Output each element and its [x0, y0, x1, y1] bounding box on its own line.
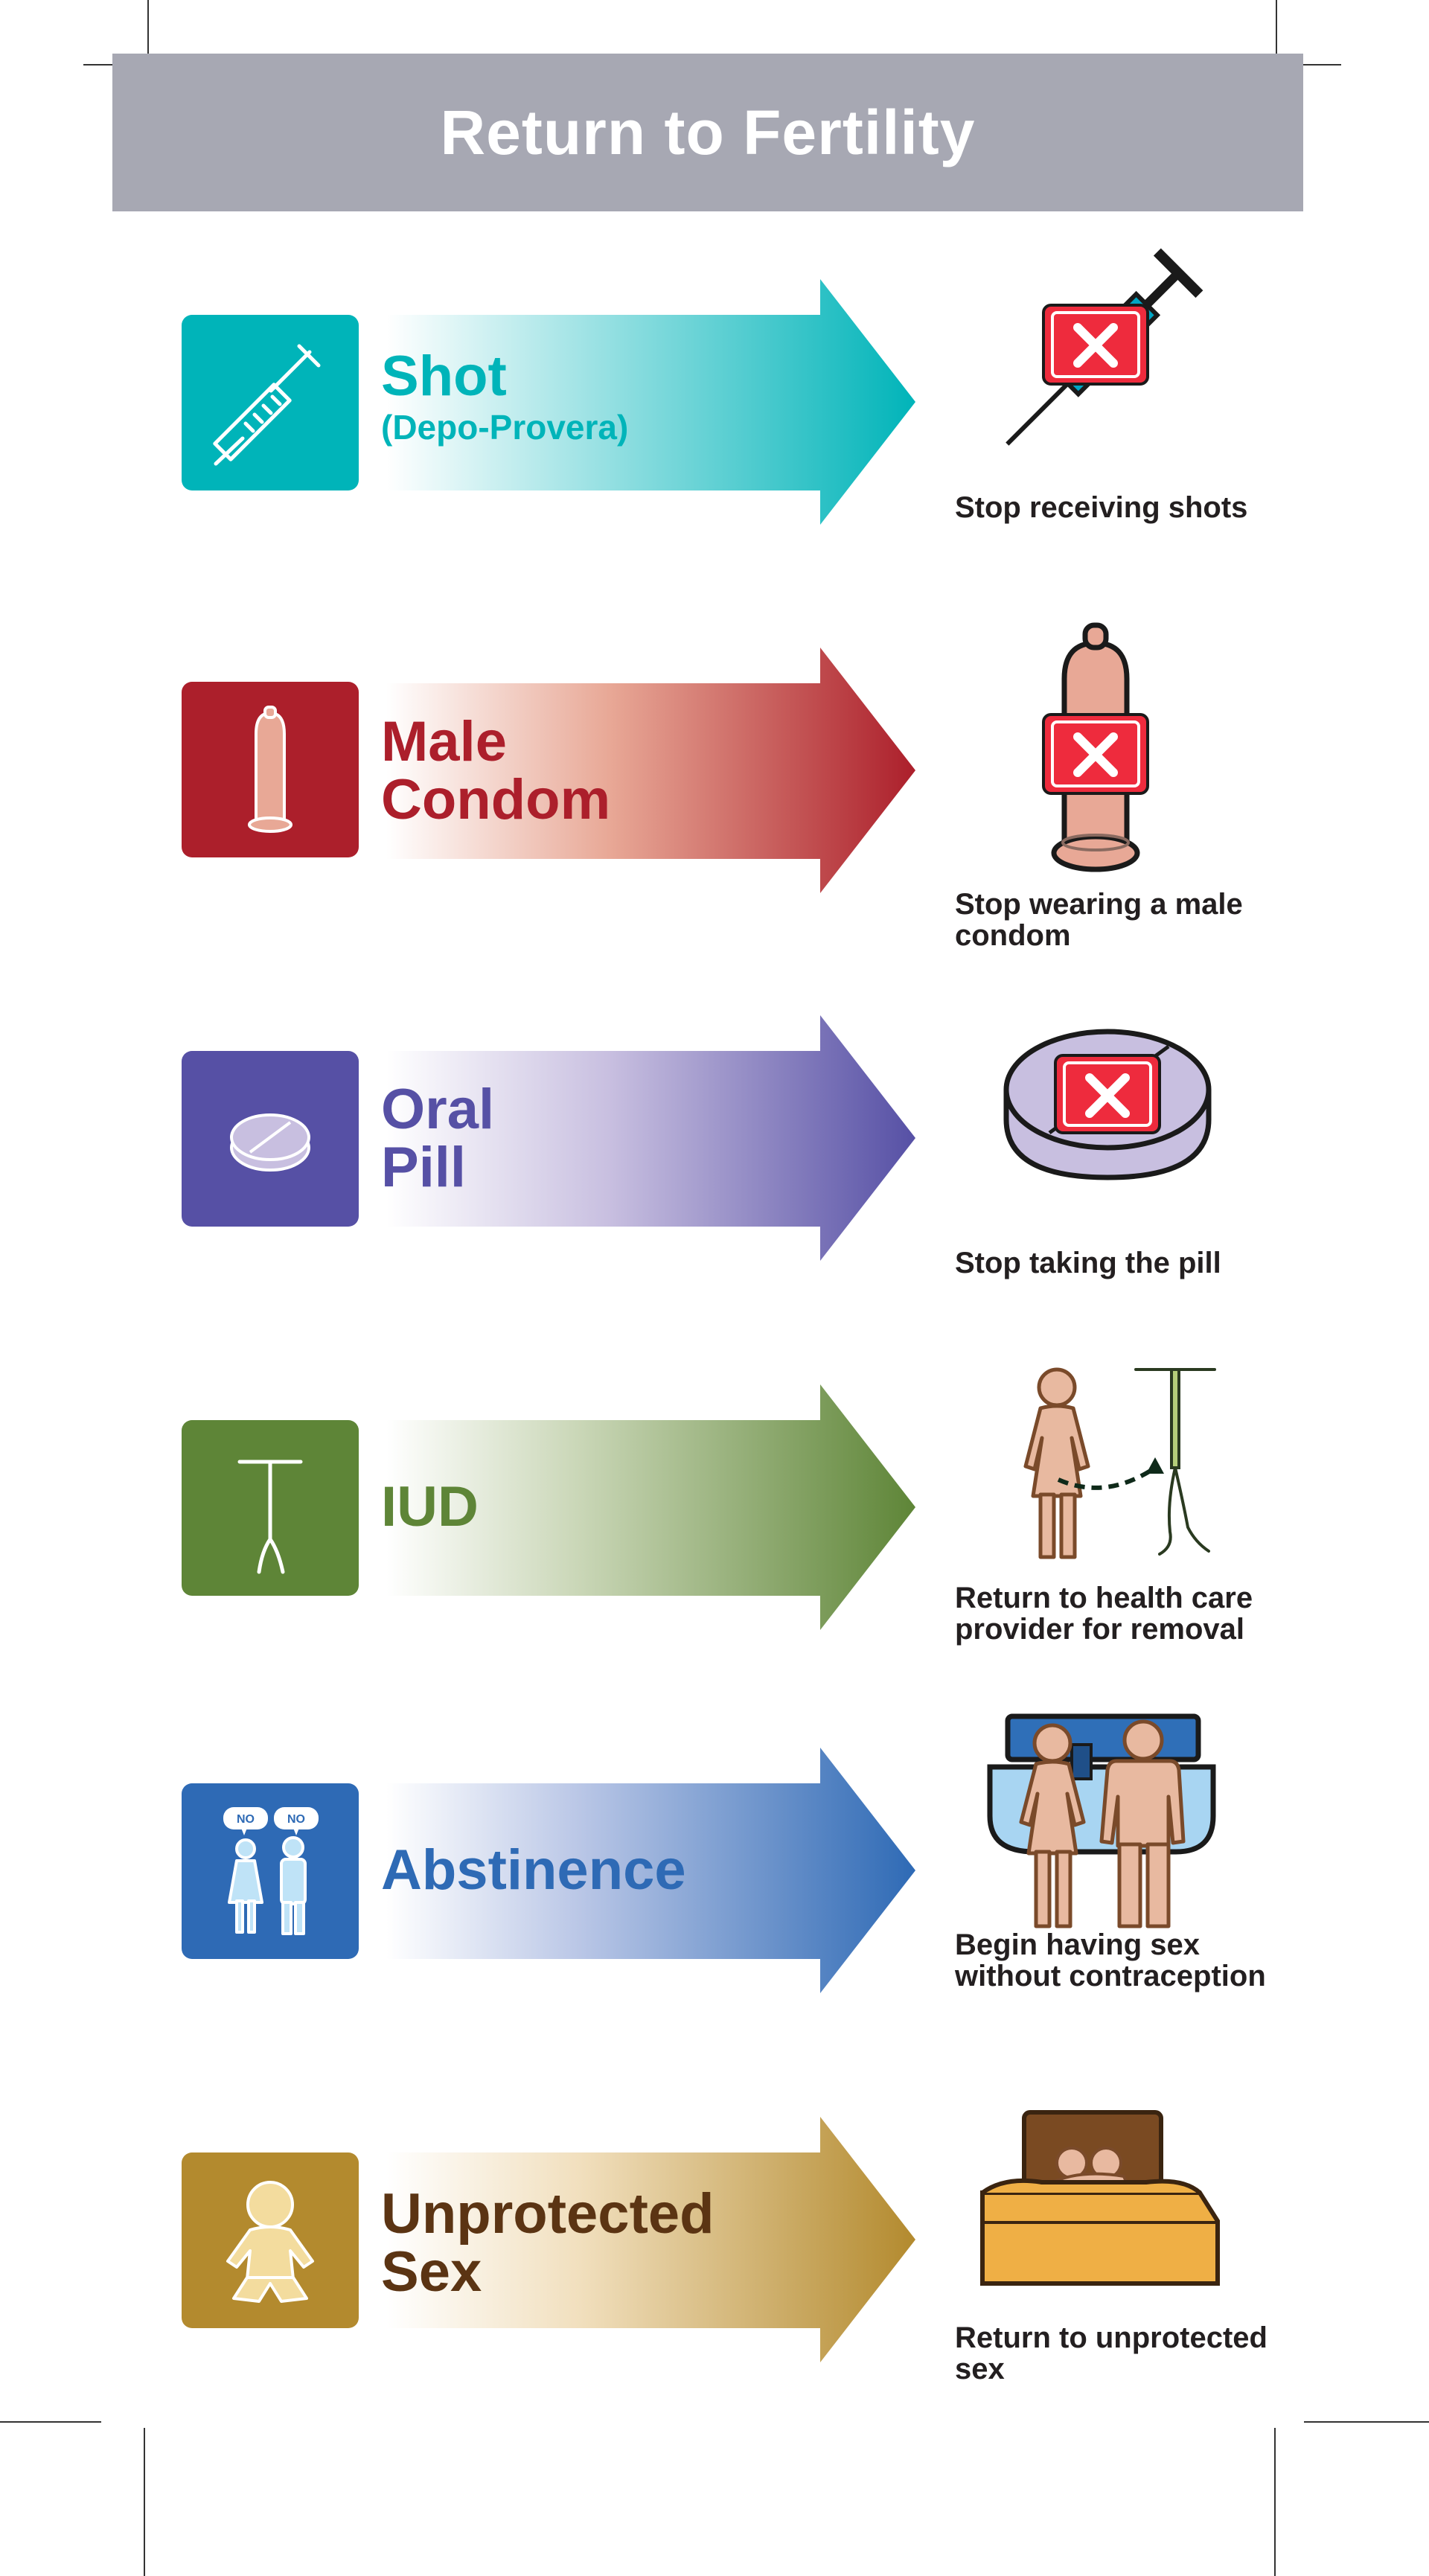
woman-figure-icon: [1023, 1367, 1090, 1559]
title-banner: Return to Fertility: [112, 54, 1303, 211]
method-name: Unprotected Sex: [381, 2182, 714, 2304]
method-tile-abstinence: NO NO: [182, 1783, 359, 1959]
method-label-condom: Male Condom: [381, 713, 610, 828]
method-row-condom: Male Condom Stop wearing a male condom: [0, 622, 1429, 951]
method-name: IUD: [381, 1475, 479, 1538]
caption-abstinence: Begin having sex without contraception: [955, 1928, 1266, 1992]
speech-bubble-text: NO: [287, 1813, 305, 1826]
method-name: Male Condom: [381, 710, 611, 831]
method-label-unprotected: Unprotected Sex: [381, 2185, 714, 2301]
crop-mark: [1274, 2428, 1276, 2576]
method-label-pill: Oral Pill: [381, 1081, 494, 1196]
arrow-abstinence: [359, 1748, 915, 1993]
pill-icon: [230, 1113, 310, 1172]
page-title: Return to Fertility: [440, 97, 976, 167]
caption-condom: Stop wearing a male condom: [955, 888, 1243, 952]
stop-condom-illustration: [1042, 622, 1149, 872]
method-row-abstinence: NO NO Abstinence: [0, 1713, 1429, 1993]
crop-mark: [0, 2421, 101, 2423]
woman-figure-icon: [1019, 1723, 1086, 1928]
method-label-iud: IUD: [381, 1478, 479, 1536]
speech-bubble-text: NO: [237, 1813, 255, 1826]
method-name: Abstinence: [381, 1838, 686, 1902]
method-row-iud: IUD Return to health care provider for r…: [0, 1367, 1429, 1645]
iud-removal-illustration: [1023, 1367, 1216, 1559]
x-mark-icon: [1073, 732, 1118, 777]
x-mark-icon: [1085, 1073, 1130, 1118]
caption-unprotected: Return to unprotected sex: [955, 2321, 1267, 2385]
x-mark-icon: [1073, 323, 1118, 368]
iud-device-icon: [1134, 1368, 1216, 1556]
crop-mark: [144, 2428, 145, 2576]
crop-mark: [83, 64, 113, 65]
couple-bed-illustration: [987, 1713, 1216, 1928]
method-row-shot: Shot (Depo-Provera) Stop receiving shots: [0, 248, 1429, 525]
method-tile-iud: [182, 1420, 359, 1596]
caption-shot: Stop receiving shots: [955, 491, 1248, 524]
method-tile-unprotected: [182, 2152, 359, 2328]
crop-mark: [1276, 0, 1277, 54]
syringe-icon: [213, 344, 321, 466]
arrow-unprotected: [359, 2117, 915, 2362]
method-tile-shot: [182, 315, 359, 490]
stop-pill-illustration: [1003, 1029, 1212, 1180]
iud-icon: [237, 1460, 303, 1574]
method-name: Shot: [381, 345, 507, 408]
method-label-abstinence: Abstinence: [381, 1841, 686, 1899]
method-row-pill: Oral Pill Stop taking the pill: [0, 1015, 1429, 1279]
caption-pill: Stop taking the pill: [955, 1247, 1221, 1279]
caption-iud: Return to health care provider for remov…: [955, 1582, 1253, 1646]
arrow-condom: [359, 648, 915, 893]
method-tile-pill: [182, 1051, 359, 1227]
arrow-iud: [359, 1384, 915, 1630]
method-row-unprotected: Unprotected Sex Return to unprotected se…: [0, 2110, 1429, 2385]
crop-mark: [1302, 64, 1341, 65]
bed-illustration: [980, 2110, 1220, 2286]
crop-mark: [147, 0, 149, 54]
stop-shot-illustration: [1006, 248, 1203, 446]
method-label-shot: Shot (Depo-Provera): [381, 348, 628, 444]
condom-icon: [248, 706, 292, 833]
man-figure-icon: [1099, 1719, 1186, 1928]
baby-icon: [226, 2181, 314, 2303]
arrow-shot: [359, 279, 915, 525]
couple-no-icon: NO NO: [223, 1807, 319, 1935]
arrow-pill: [359, 1015, 915, 1261]
crop-mark: [1304, 2421, 1429, 2423]
method-name: Oral Pill: [381, 1078, 495, 1199]
method-subname: (Depo-Provera): [381, 407, 629, 447]
method-tile-condom: [182, 682, 359, 857]
